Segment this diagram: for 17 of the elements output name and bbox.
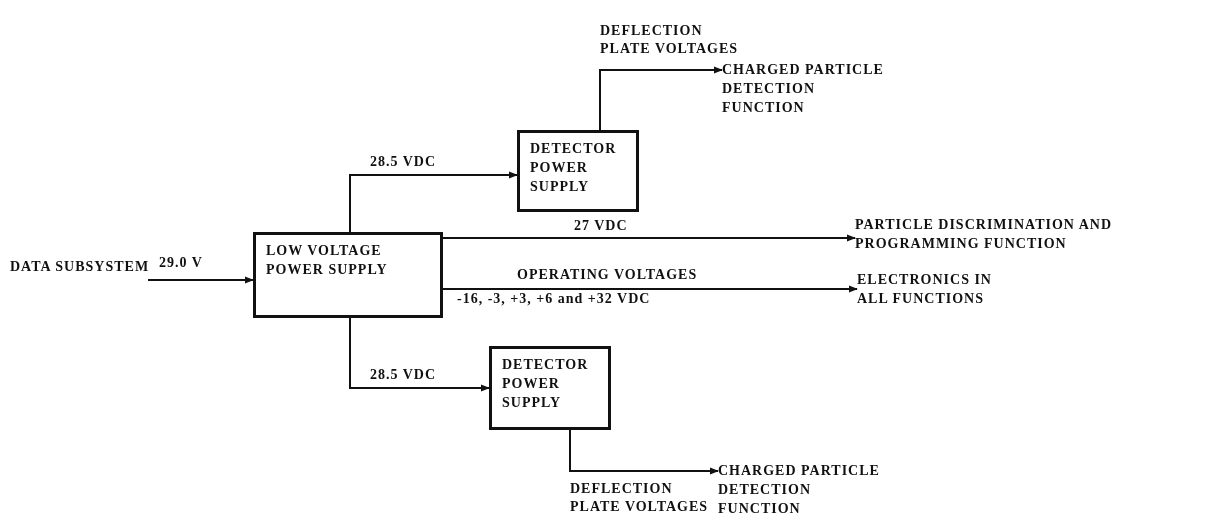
arrow [569, 429, 719, 475]
edge-label: DEFLECTION PLATE VOLTAGES [599, 22, 740, 58]
arrow [442, 285, 858, 293]
block-label: CHARGED PARTICLE DETECTION FUNCTION [722, 60, 902, 117]
arrow [599, 66, 723, 131]
block-label: DATA SUBSYSTEM [10, 257, 150, 276]
arrow [349, 171, 518, 233]
block-label: CHARGED PARTICLE DETECTION FUNCTION [718, 461, 898, 518]
arrow [442, 234, 856, 242]
arrow [147, 276, 254, 284]
edge-label: DEFLECTION PLATE VOLTAGES [569, 480, 710, 516]
block-label: PARTICLE DISCRIMINATION AND PROGRAMMING FUNCTION [855, 215, 1175, 253]
block-label: ELECTRONICS IN ALL FUNCTIONS [857, 270, 997, 308]
process-box: DETECTOR POWER SUPPLY [489, 346, 611, 430]
process-box: LOW VOLTAGE POWER SUPPLY [253, 232, 443, 318]
process-box: DETECTOR POWER SUPPLY [517, 130, 639, 212]
arrow [349, 317, 490, 392]
